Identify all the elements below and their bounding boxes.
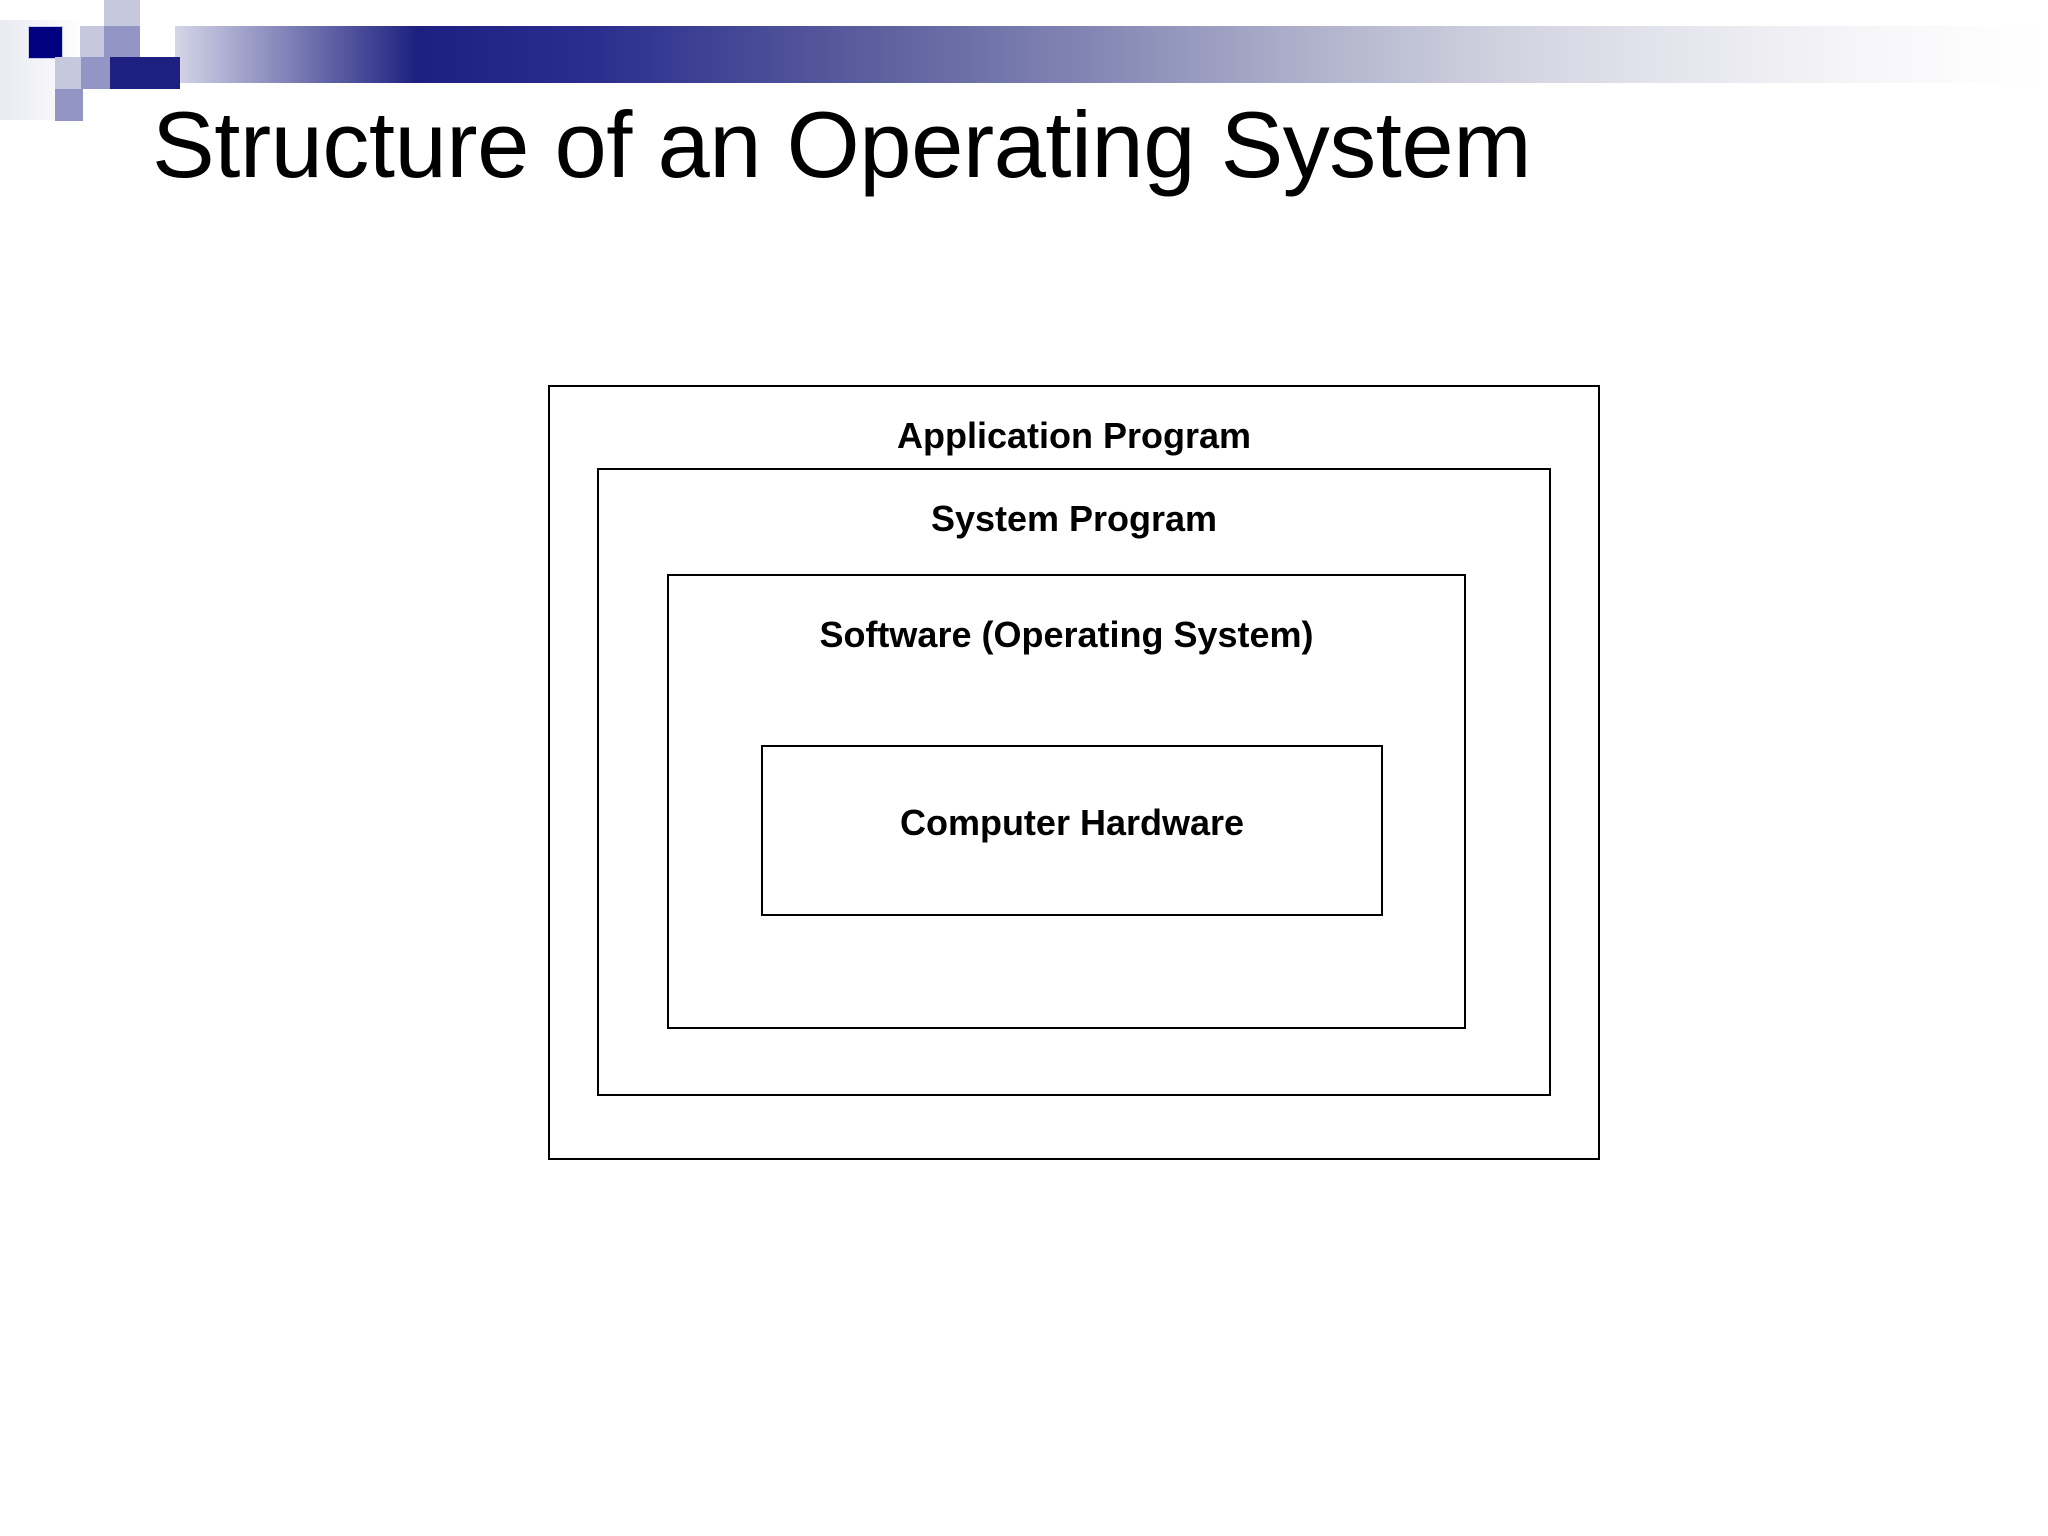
mosaic-square-mid-b [81,57,110,89]
mosaic-square-light-lower [55,57,83,89]
layer-computer-hardware: Computer Hardware [761,745,1383,916]
mosaic-square-deep [110,57,180,89]
layer-application-program: Application Program System Program Softw… [548,385,1600,1160]
layer-label-application-program: Application Program [896,415,1252,456]
mosaic-square-mid-bottom [55,89,83,121]
page-title: Structure of an Operating System [152,92,1532,197]
layer-system-program: System Program Software (Operating Syste… [597,468,1551,1096]
mosaic-square-mid-a [104,26,140,57]
layer-software-operating-system: Software (Operating System) Computer Har… [667,574,1466,1029]
gradient-band [60,26,2048,83]
layer-label-system-program: System Program [930,498,1218,539]
mosaic-square-navy [28,26,63,59]
layer-label-computer-hardware: Computer Hardware [899,802,1245,843]
layer-label-software-operating-system: Software (Operating System) [819,614,1314,655]
mosaic-square-light-top [104,0,140,28]
header-decoration [0,0,2048,121]
